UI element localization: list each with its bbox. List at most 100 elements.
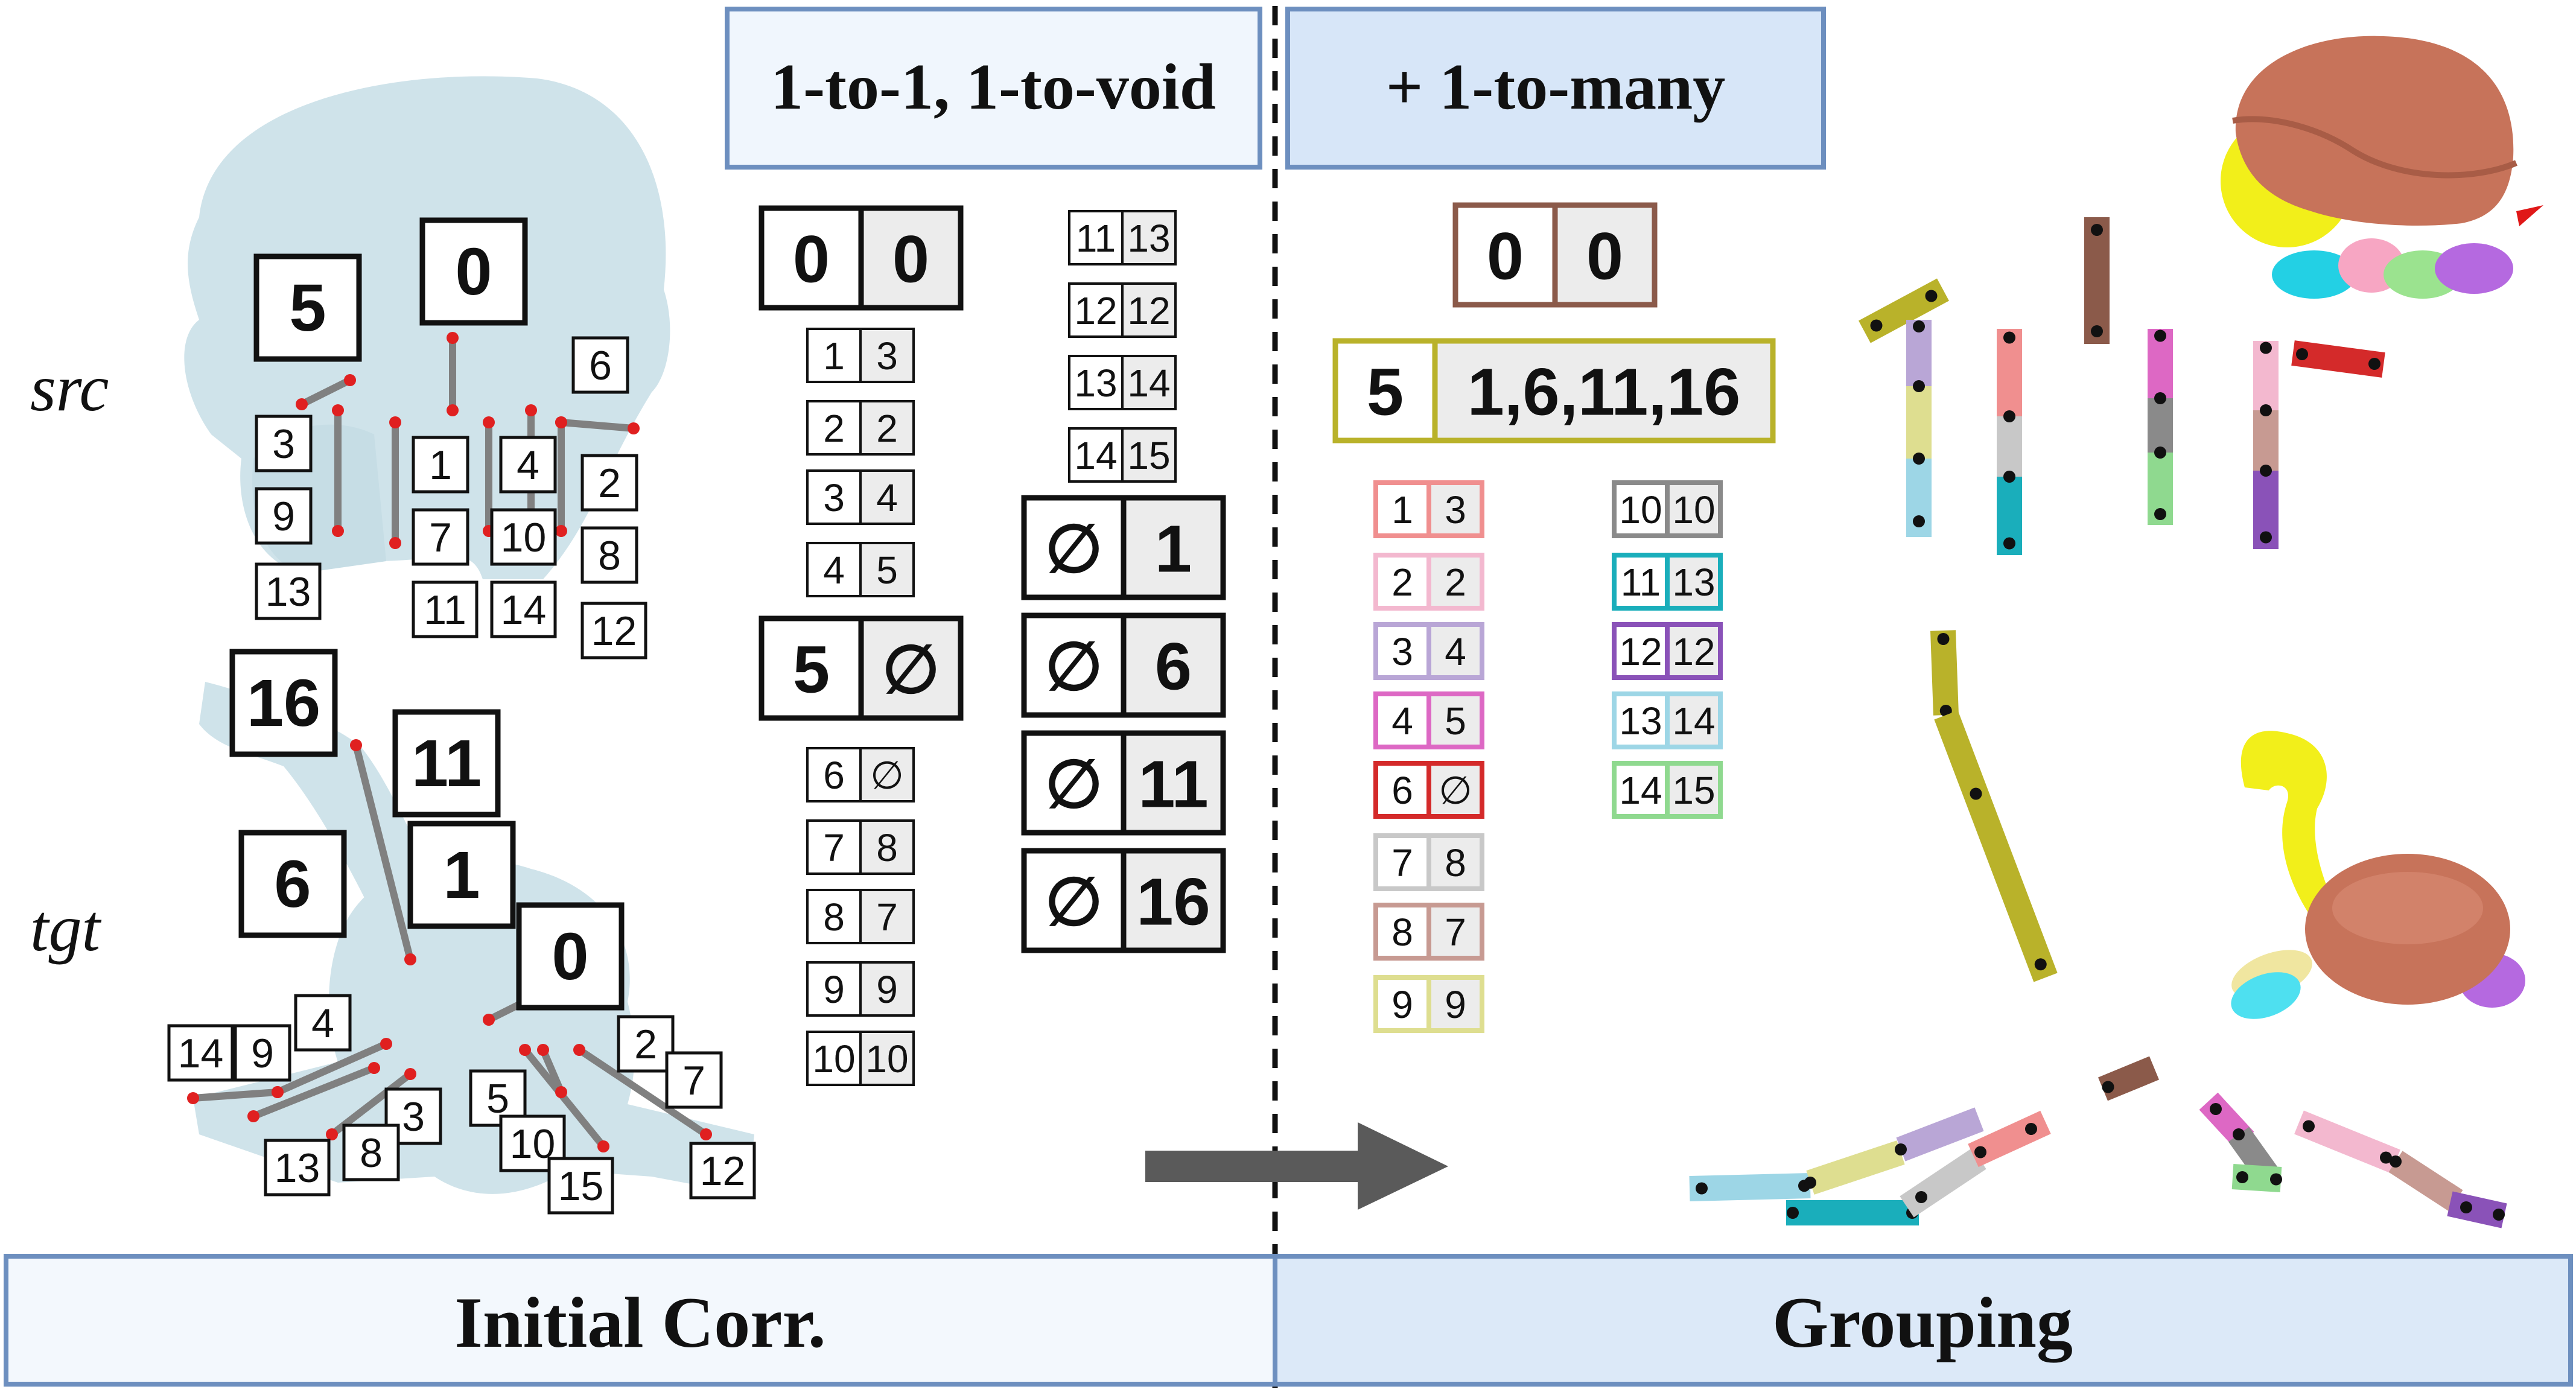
pair-right-cell [1121, 282, 1177, 338]
header-left-title: 1-to-1, 1-to-void [771, 51, 1216, 123]
src-part-label: 6 [571, 336, 629, 394]
grouped-bone-joint [1937, 633, 1950, 645]
pair-right-cell [859, 961, 915, 1017]
pair-left-value: 9 [1391, 983, 1413, 1026]
tgt-part-label-text: 14 [178, 1031, 224, 1076]
turtle-bottom-leg-cyan [2231, 972, 2301, 1019]
grouped-bone-joint [2003, 537, 2015, 550]
src-part-label: 7 [412, 508, 469, 566]
skeleton-joint [404, 953, 416, 965]
src-part-label: 5 [253, 253, 362, 362]
grouped-bone [1906, 320, 1932, 386]
pair-left-value: 4 [823, 548, 845, 592]
turtle-render-top [2221, 36, 2543, 299]
skeleton-joint [555, 416, 567, 428]
grouped-bone-joint [2493, 1209, 2505, 1221]
turtle-bottom-neck [2240, 731, 2335, 917]
src-part-label-box [499, 436, 557, 494]
tgt-part-label: 9 [234, 1024, 291, 1082]
tgt-part-label-box [264, 1139, 331, 1197]
pair-right-value: 3 [1445, 488, 1466, 532]
grouped-bone [2084, 217, 2110, 344]
skeleton-joint [344, 374, 356, 386]
skeleton-joint [380, 1038, 392, 1050]
tgt-part-label-box [689, 1142, 756, 1200]
src-part-label: 8 [580, 526, 638, 584]
src-part-label-box [255, 415, 313, 472]
tgt-part-label: 1 [407, 821, 516, 929]
pair-right-cell [1426, 553, 1484, 611]
src-part-label-text: 7 [429, 515, 452, 561]
tgt-part-label-text: 0 [552, 920, 588, 994]
skeleton-bone [274, 1040, 390, 1096]
skeleton-bone [189, 1088, 281, 1102]
grouped-bone-joint [1913, 515, 1925, 527]
pair-right-value: 4 [876, 476, 898, 520]
src-part-label-box [253, 253, 362, 362]
pair-left-cell [1021, 612, 1127, 718]
grouped-bone-joint [2154, 447, 2166, 459]
pair-left-value: ∅ [1045, 748, 1103, 822]
pair-right-value: 3 [876, 334, 898, 378]
src-part-label-text: 8 [598, 533, 621, 579]
grouped-bone-joint [2380, 1151, 2392, 1164]
skeleton-bone [250, 1064, 378, 1120]
src-part-label: 0 [419, 217, 528, 326]
skeleton-joint [537, 1044, 549, 1056]
pair-left-value: 6 [1391, 769, 1413, 812]
grouped-bone-joint [1913, 320, 1925, 332]
skeleton-joint [555, 1086, 567, 1098]
grouped-bone-joint [2460, 1201, 2472, 1213]
tgt-part-label: 12 [689, 1142, 756, 1200]
pair-left-cell [758, 615, 864, 721]
src-part-label-text: 1 [429, 442, 452, 488]
src-part-label-text: 2 [598, 460, 621, 506]
skeleton-joint [389, 537, 401, 549]
grouped-bone-bar [1689, 1173, 1811, 1201]
pair-left-cell [1612, 622, 1670, 680]
grouped-bone [1906, 453, 1932, 537]
skeleton-bone [558, 419, 637, 432]
pair-right-value: 12 [1672, 630, 1715, 673]
pair-right-cell [859, 1031, 915, 1086]
pair-right-cell [1121, 848, 1226, 953]
grouped-bone [1804, 1140, 1905, 1195]
tgt-part-label-box [167, 1024, 234, 1082]
grouped-bone-joint [1970, 787, 1982, 800]
src-part-label: 12 [580, 602, 647, 659]
src-part-label-box [580, 454, 638, 512]
footer-left: Initial Corr. [4, 1254, 1277, 1387]
correspondence-pair: ∅16 [1021, 848, 1226, 953]
skeleton-joint [447, 404, 459, 416]
pair-right-cell [1426, 903, 1484, 961]
tgt-part-label-text: 16 [247, 666, 320, 740]
pair-right-value: 2 [876, 407, 898, 450]
skeleton-joint [187, 1092, 199, 1104]
src-part-label-box [412, 508, 469, 566]
tgt-part-label-box [392, 709, 501, 818]
src-part-label-text: 12 [591, 608, 637, 654]
pair-right-cell [1121, 612, 1226, 718]
pair-right-cell [859, 328, 915, 383]
grouped-bone [2388, 1151, 2463, 1212]
grouped-bone [2148, 392, 2173, 453]
skeleton-joint [404, 1068, 416, 1080]
pair-right-cell [859, 400, 915, 456]
pair-right-value: 0 [892, 223, 929, 297]
skeleton-joint [350, 739, 362, 751]
grouped-bone [2291, 340, 2385, 378]
tgt-part-label-box [234, 1024, 291, 1082]
pair-left-cell [1373, 622, 1431, 680]
skeleton-joint [483, 416, 495, 428]
grouped-bone [1930, 630, 1959, 717]
grouped-bone [2447, 1191, 2507, 1228]
pair-left-value: 5 [1367, 355, 1404, 430]
